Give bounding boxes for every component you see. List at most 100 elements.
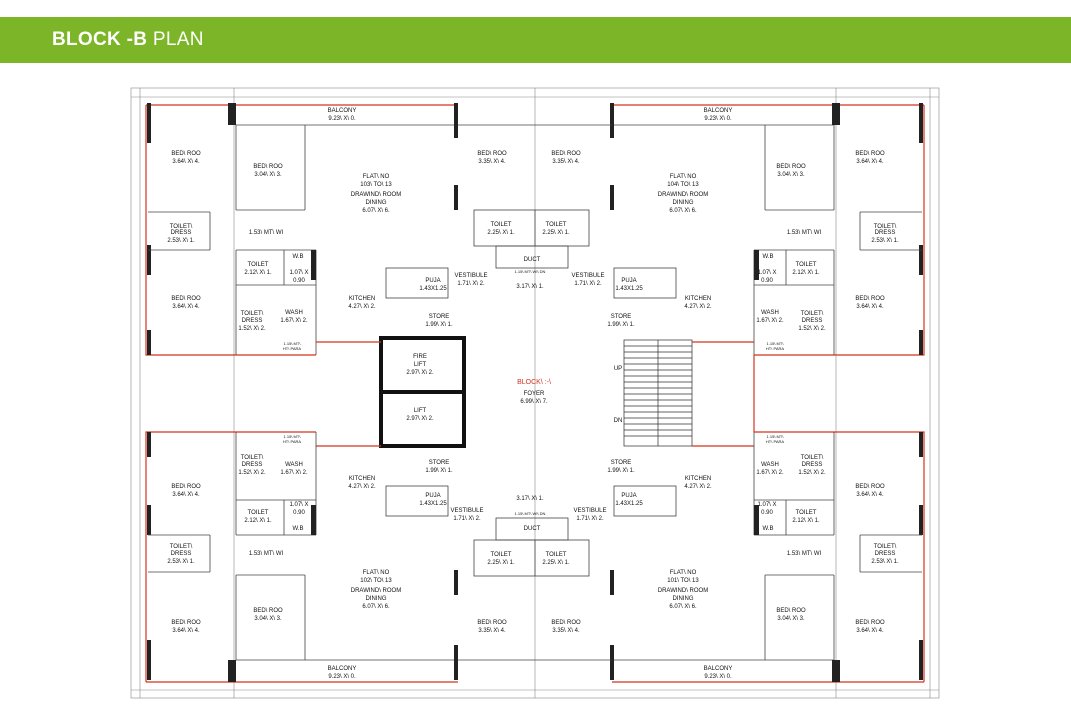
bedroom-size: 3.04\ X\ 3.	[254, 616, 282, 622]
store-size: 1.99\ X\ 1.	[607, 468, 635, 474]
bedroom-label: BED\ ROO	[171, 296, 201, 302]
dress-label: DRESS	[242, 462, 263, 468]
bedroom-label: BED\ ROO	[171, 151, 201, 157]
flat-104: BALCONY 9.23\ X\ 0. BED\ ROO 3.64\ X\ 4.…	[551, 103, 925, 356]
kitchen-size: 4.27\ X\ 2.	[684, 484, 712, 490]
toilet-dress-label: TOILET\	[170, 224, 193, 230]
toilet-dress-label: TOILET\	[874, 544, 897, 550]
puja-label: PUJA	[621, 278, 636, 284]
kitchen-size: 4.27\ X\ 2.	[684, 304, 712, 310]
shaft-note: 1.15\ MT\	[767, 434, 785, 439]
toilet-label: TOILET	[796, 262, 817, 268]
fire-lift-label: FIRE	[413, 354, 427, 360]
puja-label: PUJA	[425, 278, 440, 284]
toilet-dress-size: 1.52\ X\ 2.	[798, 470, 826, 476]
bedroom-label: BED\ ROO	[253, 164, 283, 170]
wb-label: W.B	[762, 254, 773, 260]
flat-no-label: FLAT\ NO	[670, 174, 697, 180]
store-label: STORE	[611, 460, 632, 466]
shaft-note: HT\ PARA	[766, 346, 784, 351]
puja-label: PUJA	[425, 493, 440, 499]
balcony-size: 9.23\ X\ 0.	[704, 674, 732, 680]
kitchen-label: KITCHEN	[349, 296, 375, 302]
bedroom-label: BED\ ROO	[477, 151, 507, 157]
staircase: UP DN	[614, 339, 755, 447]
vestibule-size: 1.71\ X\ 2.	[457, 281, 485, 287]
vestibule-size: 1.71\ X\ 2.	[574, 281, 602, 287]
wash-label: WASH	[761, 310, 779, 316]
bedroom-label: BED\ ROO	[551, 151, 581, 157]
dress-label: DRESS	[802, 462, 823, 468]
flat-no-label: FLAT\ NO	[670, 570, 697, 576]
store-size: 1.99\ X\ 1.	[425, 322, 453, 328]
shaft-note: HT\ PARA	[283, 439, 301, 444]
flat-102: BALCONY 9.23\ X\ 0. BED\ ROO 3.64\ X\ 4.…	[145, 431, 507, 683]
toilet-dress-size: 1.52\ X\ 2.	[238, 326, 266, 332]
plan-frame	[130, 87, 940, 699]
store-label: STORE	[611, 314, 632, 320]
store-size: 1.99\ X\ 1.	[607, 322, 635, 328]
bedroom-size: 3.35\ X\ 4.	[478, 159, 506, 165]
toilet-dress-label: TOILET\	[801, 455, 824, 461]
drawing-room-label: DRAWIND\ ROOM	[658, 588, 708, 594]
balcony-label: BALCONY	[704, 666, 733, 672]
wb-label: W.B	[292, 526, 303, 532]
shaft-note: 1.15\ MT\	[767, 341, 785, 346]
toilet-size: 2.12\ X\ 1.	[792, 518, 820, 524]
toilet-dress-size: 2.53\ X\ 1.	[871, 559, 899, 565]
bedroom-label: BED\ ROO	[855, 484, 885, 490]
toilet-size: 2.12\ X\ 1.	[792, 270, 820, 276]
puja-size: 1.43X1.25	[615, 501, 643, 507]
passage-label: 1.53\ MT\ WI	[787, 230, 822, 236]
drawing-room-label: DRAWIND\ ROOM	[351, 588, 401, 594]
wb-size: 1.07\ X	[757, 502, 776, 508]
puja-size: 1.43X1.25	[419, 501, 447, 507]
vestibule-label: VESTIBULE	[573, 508, 606, 514]
lift-core: FIRE LIFT 2.97\ X\ 2. LIFT 2.97\ X\ 2. B…	[316, 336, 551, 448]
passage-label: 1.53\ MT\ WI	[249, 551, 284, 557]
drawing-room-size: 6.07\ X\ 6.	[362, 208, 390, 214]
wb-size: 1.07\ X	[289, 502, 308, 508]
wb-size: 1.07\ X	[757, 270, 776, 276]
lift-label: LIFT	[414, 362, 427, 368]
bedroom-size: 3.35\ X\ 4.	[552, 628, 580, 634]
dress-label: DRESS	[242, 318, 263, 324]
toilet-dress-size: 1.52\ X\ 2.	[798, 326, 826, 332]
bedroom-size: 3.35\ X\ 4.	[552, 159, 580, 165]
shaft-note: HT\ PARA	[283, 346, 301, 351]
bedroom-label: BED\ ROO	[253, 608, 283, 614]
vestibule-label: VESTIBULE	[450, 508, 483, 514]
flat-number: 102\ TO\ 13	[360, 578, 392, 584]
toilet-label: TOILET	[248, 262, 269, 268]
drawing-room-size: 6.07\ X\ 6.	[362, 604, 390, 610]
toilet-dress-size: 2.53\ X\ 1.	[167, 559, 195, 565]
top-core: TOILET 2.25\ X\ 1. TOILET 2.25\ X\ 1. DU…	[385, 124, 677, 328]
balcony-label: BALCONY	[704, 108, 733, 114]
page-title-bold: BLOCK -B	[52, 29, 148, 50]
dining-label: DINING	[366, 596, 387, 602]
vestibule-label: VESTIBULE	[454, 273, 487, 279]
bedroom-size: 3.64\ X\ 4.	[856, 159, 884, 165]
bedroom-size: 3.35\ X\ 4.	[478, 628, 506, 634]
bedroom-size: 3.64\ X\ 4.	[856, 492, 884, 498]
page-title-rest: PLAN	[152, 29, 204, 50]
wash-label: WASH	[761, 462, 779, 468]
bedroom-label: BED\ ROO	[477, 620, 507, 626]
foyer-label: FOYER	[524, 391, 545, 397]
balcony-size: 9.23\ X\ 0.	[328, 116, 356, 122]
drawing-room-size: 6.07\ X\ 6.	[669, 604, 697, 610]
kitchen-label: KITCHEN	[685, 476, 711, 482]
bedroom-size: 3.04\ X\ 3.	[777, 616, 805, 622]
bottom-core: TOILET 2.25\ X\ 1. TOILET 2.25\ X\ 1. DU…	[385, 460, 677, 661]
dining-label: DINING	[366, 200, 387, 206]
toilet-size: 2.25\ X\ 1.	[542, 560, 570, 566]
wash-label: WASH	[285, 462, 303, 468]
bedroom-label: BED\ ROO	[855, 151, 885, 157]
kitchen-size: 4.27\ X\ 2.	[348, 484, 376, 490]
lift-label: LIFT	[414, 408, 427, 414]
bedroom-size: 3.64\ X\ 4.	[172, 304, 200, 310]
wb-size: 0.90	[293, 278, 305, 284]
shaft-note: 1.15\ MT\	[284, 434, 302, 439]
toilet-dress-size: 1.52\ X\ 2.	[238, 470, 266, 476]
bedroom-label: BED\ ROO	[171, 484, 201, 490]
